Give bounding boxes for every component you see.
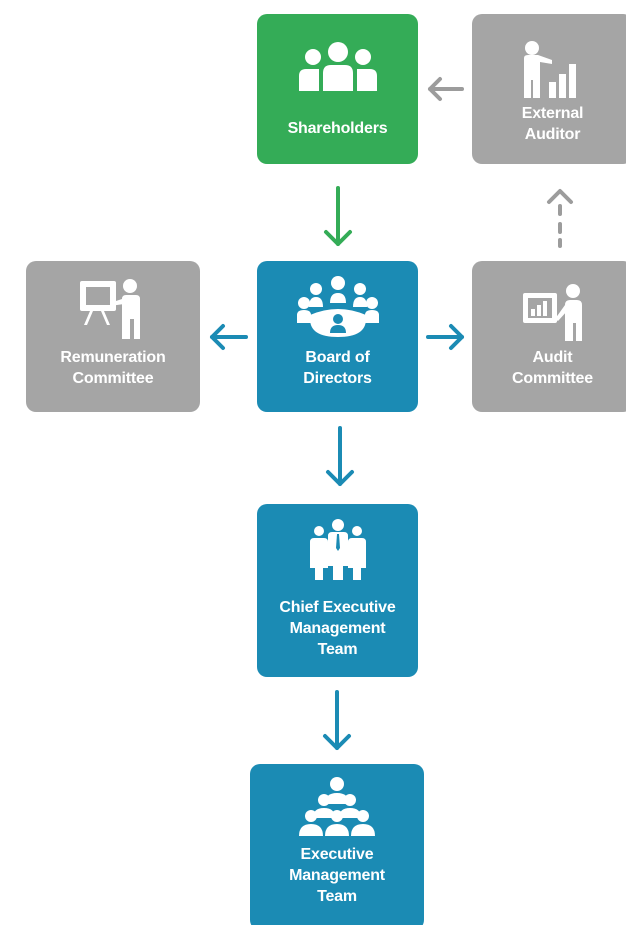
node-board-of-directors: Board of Directors [257,261,418,412]
node-label: Remuneration Committee [60,349,166,387]
node-chief-executive-management-team: Chief Executive Management Team [257,504,418,677]
node-label: Chief Executive Management Team [279,599,396,658]
team-icon [257,518,418,582]
node-label: Audit Committee [512,349,593,387]
node-label: External Auditor [521,105,584,143]
presentation-board-icon [26,277,200,341]
group-icon [257,41,418,93]
node-label: Shareholders [287,120,388,137]
node-label: Board of Directors [303,349,372,387]
node-external-auditor: External Auditor [472,14,626,164]
arrow-board-to-chief-executive-team [326,426,354,486]
arrow-audit-committee-to-external-auditor [547,189,573,248]
arrow-shareholders-to-board [324,186,352,246]
meeting-table-icon [257,275,418,341]
arrow-board-to-remuneration-committee [210,324,248,350]
node-remuneration-committee: Remuneration Committee [26,261,200,412]
crowd-icon [250,776,424,840]
node-label: Executive Management Team [289,846,385,905]
chart-presenter-icon [472,283,626,343]
arrow-external-auditor-to-shareholders [428,77,464,101]
presenter-chart-icon [472,40,626,100]
arrow-board-to-audit-committee [426,324,464,350]
node-executive-management-team: Executive Management Team [250,764,424,925]
node-audit-committee: Audit Committee [472,261,626,412]
node-shareholders: Shareholders [257,14,418,164]
arrow-chief-executive-to-executive-management [323,690,351,750]
